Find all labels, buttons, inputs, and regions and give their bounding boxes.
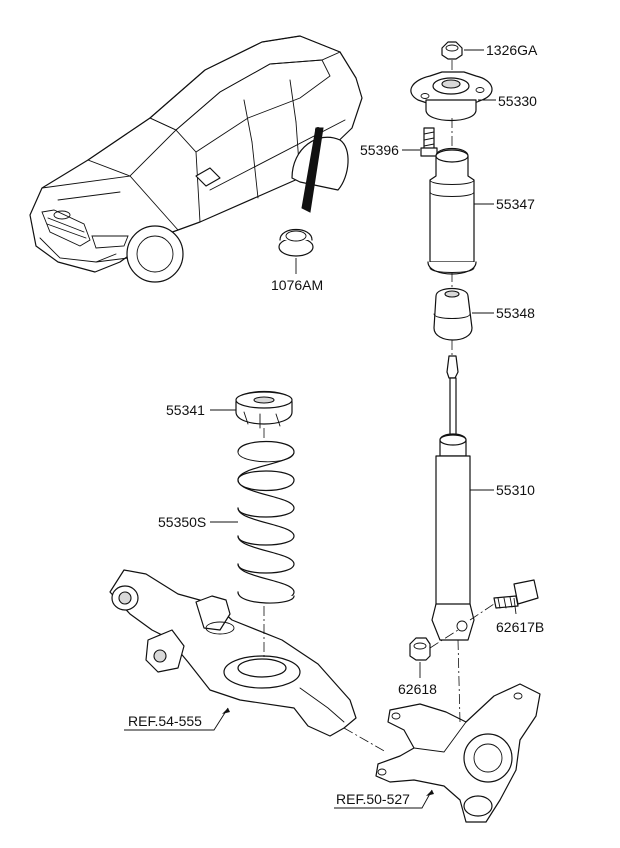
shock-absorber-55310	[431, 355, 475, 641]
label-1326ga[interactable]: 1326GA	[486, 42, 538, 58]
label-55341[interactable]: 55341	[166, 402, 205, 418]
vehicle-illustration	[29, 35, 363, 283]
assembly-lines	[263, 60, 495, 753]
label-ref-54-555[interactable]: REF.54-555	[128, 713, 202, 729]
bolt-55396	[420, 127, 438, 157]
grommet-1076am	[278, 228, 314, 257]
leader-lines	[124, 49, 517, 809]
label-55310[interactable]: 55310	[496, 482, 535, 498]
label-1076am[interactable]: 1076AM	[271, 277, 323, 293]
label-55348[interactable]: 55348	[496, 305, 535, 321]
bolt-62617b	[493, 579, 539, 609]
label-ref-50-527[interactable]: REF.50-527	[336, 791, 410, 807]
nut-1326ga	[441, 41, 463, 60]
spring-pad-55341	[235, 390, 293, 429]
part-labels: 1326GA 55330 55396 55347 1076AM 55348 55…	[128, 42, 544, 807]
top-mount-55330	[410, 71, 493, 121]
coil-spring-55350s	[237, 440, 295, 604]
label-55330[interactable]: 55330	[498, 93, 537, 109]
knuckle-ref-50-527	[375, 683, 541, 823]
label-55347[interactable]: 55347	[496, 196, 535, 212]
label-55350s[interactable]: 55350S	[158, 514, 206, 530]
nut-62618	[409, 637, 431, 661]
label-55396[interactable]: 55396	[360, 142, 399, 158]
label-62618[interactable]: 62618	[398, 681, 437, 697]
bump-stopper-55348	[433, 287, 473, 341]
lower-arm-ref-54-555	[109, 569, 357, 737]
label-62617b[interactable]: 62617B	[496, 619, 544, 635]
dust-cover-55347	[427, 147, 477, 275]
